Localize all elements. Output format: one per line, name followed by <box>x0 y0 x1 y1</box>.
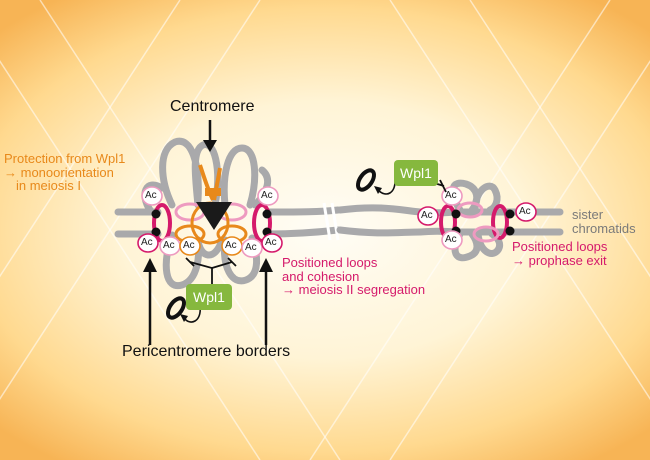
pericentromere-borders-label: Pericentromere borders <box>122 343 291 360</box>
protection-line-2: → monoorientation <box>4 164 114 180</box>
protection-line-3: in meiosis I <box>16 178 82 194</box>
kinetochore-icon <box>196 164 232 230</box>
positioned-prophase-line-1: Positioned loops <box>512 239 608 254</box>
centromere-label: Centromere <box>170 98 255 115</box>
sister-chromatids-label: sister chromatids <box>572 208 636 235</box>
chromatid-break <box>322 202 340 241</box>
arm-cohesin <box>439 201 509 243</box>
positioned-prophase-line-2: → prophase exit <box>512 252 607 268</box>
acetylation-marks-left <box>137 186 283 258</box>
ac-mark: Ac <box>421 210 433 221</box>
sister-chromatids-line-2: chromatids <box>572 220 636 236</box>
sister-chromatids-line-1: sister <box>572 207 604 222</box>
wpl1-box-left: Wpl1 <box>186 284 232 310</box>
ac-mark: Ac <box>141 237 153 248</box>
ac-mark: Ac <box>519 206 531 217</box>
protection-label: Protection from Wpl1 → monoorientation i… <box>4 152 125 193</box>
arrow-down-icon <box>203 120 217 152</box>
border-dots <box>151 209 272 237</box>
cohesin-ring-icon <box>166 168 376 320</box>
ac-mark: Ac <box>445 234 457 245</box>
ac-mark: Ac <box>265 237 277 248</box>
positioned-cohesion-line-3: → meiosis II segregation <box>282 282 426 298</box>
wpl1-box-right: Wpl1 <box>394 160 438 186</box>
arrow-up-icon <box>143 258 273 345</box>
acetylation-marks-right <box>417 186 537 250</box>
positioned-cohesion-line-2: and cohesion <box>282 268 360 284</box>
positioned-prophase-label: Positioned loops → prophase exit <box>512 240 607 267</box>
ac-mark: Ac <box>245 242 257 253</box>
ac-mark: Ac <box>225 240 237 251</box>
ac-mark: Ac <box>145 190 157 201</box>
positioned-cohesion-line-1: Positioned loops <box>282 255 378 270</box>
protection-line-1: Protection from Wpl1 <box>4 151 126 166</box>
ac-mark: Ac <box>445 190 457 201</box>
ac-mark: Ac <box>183 240 195 251</box>
ac-mark: Ac <box>163 240 175 251</box>
inhibition-icon <box>185 257 237 286</box>
positioned-cohesion-label: Positioned loops and cohesion → meiosis … <box>282 256 425 297</box>
ac-mark: Ac <box>261 190 273 201</box>
